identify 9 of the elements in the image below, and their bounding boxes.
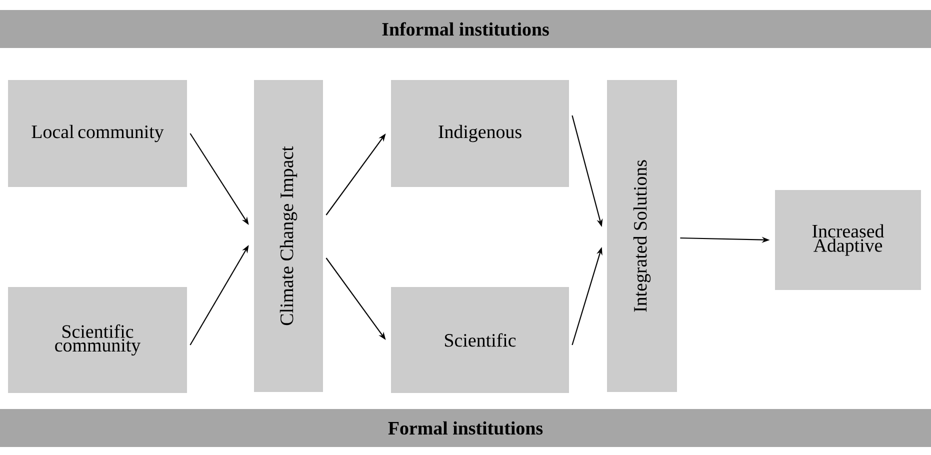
process-box: Climate Change Impact — [254, 80, 323, 392]
process-box: Integrated Solutions — [607, 80, 677, 392]
process-box: Indigenous — [391, 80, 569, 187]
band: Informal institutions — [0, 10, 931, 48]
band: Formal institutions — [0, 409, 931, 447]
process-box: Increased Adaptive — [775, 190, 921, 290]
process-box: Local community — [8, 80, 187, 187]
process-box: Scientific community — [8, 287, 187, 393]
process-box: Scientific — [391, 287, 569, 393]
